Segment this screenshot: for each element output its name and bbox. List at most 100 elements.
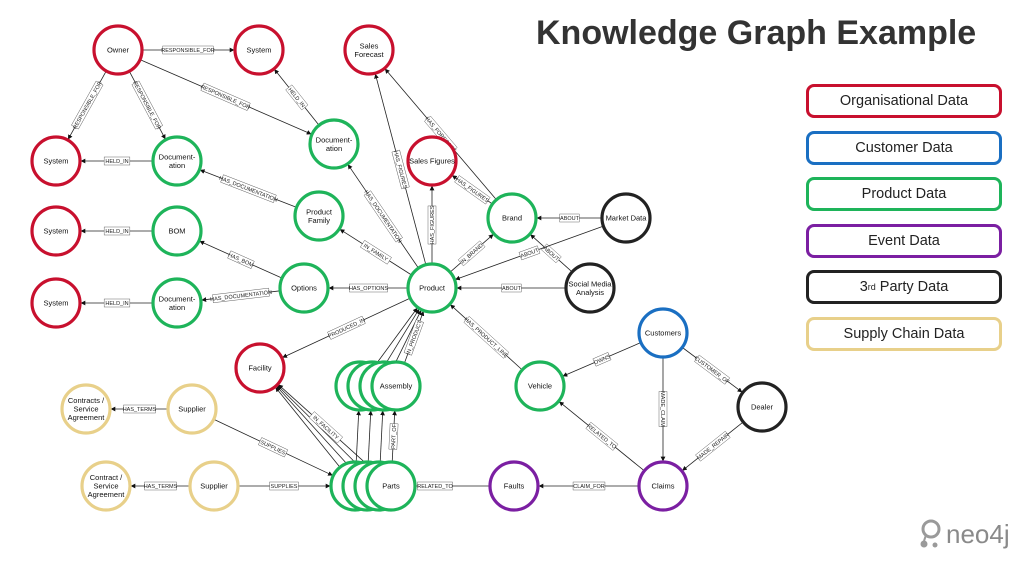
edge-label-text: MADE_CLAIM [659, 391, 665, 427]
neo4j-logo-text: neo4j [946, 518, 1010, 549]
node-claims[interactable]: Claims [637, 460, 689, 512]
node-circle [151, 277, 203, 329]
node-label: Assembly [380, 382, 413, 391]
edge-label: IN_FAMILY [360, 240, 392, 265]
node-label: Contract / [90, 473, 123, 482]
node-customers[interactable]: Customers [637, 307, 689, 359]
edge-label-box [103, 226, 131, 236]
node-system-1[interactable]: System [30, 135, 82, 187]
edge-label: HAS_FIGURES [454, 175, 491, 204]
edge-product-to-brand: IN_BRAND [449, 234, 494, 273]
node-facility[interactable]: Facility [234, 342, 286, 394]
edge-label-box [71, 80, 104, 130]
node-documentation-3[interactable]: Document-ation [151, 277, 203, 329]
edge-label-box [144, 481, 177, 491]
edge-label-box [694, 354, 731, 385]
node-parts[interactable]: Parts [329, 460, 417, 512]
node-label: Market Data [606, 214, 648, 223]
edge-label-text: ABOUT [502, 286, 522, 292]
node-system-3[interactable]: System [30, 277, 82, 329]
node-market-data[interactable]: Market Data [600, 192, 652, 244]
edge-label: ABOUT [518, 245, 540, 261]
node-brand[interactable]: Brand [486, 192, 538, 244]
edge-label: HELD_IN [285, 84, 309, 111]
node-label: Service [73, 405, 98, 414]
node-circle [293, 190, 345, 242]
node-label: Faults [504, 482, 525, 491]
node-label: Supplier [200, 482, 228, 491]
legend-label: Product Data [861, 186, 947, 202]
node-label: Dealer [751, 403, 774, 412]
edge-label-text: CLAIM_FOR [573, 484, 605, 490]
node-circle [234, 342, 286, 394]
node-circle [370, 360, 422, 412]
node-documentation-1[interactable]: Document-ation [151, 135, 203, 187]
neo4j-logo: neo4j [918, 516, 1010, 552]
node-assembly[interactable]: Assembly [334, 360, 422, 412]
node-circle [278, 262, 330, 314]
node-label: Customers [645, 329, 682, 338]
node-circle [92, 24, 144, 76]
node-circle [30, 205, 82, 257]
edge-label: HELD_IN [103, 226, 131, 236]
node-options[interactable]: Options [278, 262, 330, 314]
edge-line [373, 307, 418, 367]
node-product[interactable]: Product [406, 262, 458, 314]
node-sales-figures[interactable]: Sales Figures [406, 135, 458, 187]
node-supplier-1[interactable]: Supplier [166, 383, 218, 435]
edge-label-box [162, 45, 214, 55]
node-label: Product [419, 284, 446, 293]
node-system-top[interactable]: System [233, 24, 285, 76]
node-owner[interactable]: Owner [92, 24, 144, 76]
edge-label-text: HAS_TERMS [123, 407, 157, 413]
edge-bom-to-system_2: HELD_IN [80, 226, 153, 236]
edge-label: MADE_CLAIM [658, 391, 668, 427]
node-label: Service [93, 482, 118, 491]
edge-label-box [592, 352, 612, 367]
node-faults[interactable]: Faults [488, 460, 540, 512]
node-circle [30, 277, 82, 329]
edge-label-text: HAS_BOM [227, 252, 254, 269]
edge-label: PART_OF [388, 423, 399, 450]
edge-line [379, 410, 385, 463]
edge-social_media-to-product: ABOUT [456, 283, 566, 293]
edge-options-to-bom: HAS_BOM [199, 240, 283, 279]
node-system-2[interactable]: System [30, 205, 82, 257]
node-bom[interactable]: BOM [151, 205, 203, 257]
node-vehicle[interactable]: Vehicle [514, 360, 566, 412]
edge-label: HAS_FIGURES [427, 205, 437, 244]
node-circle [637, 307, 689, 359]
edge-documentation_3-to-system_3: HELD_IN [80, 298, 153, 308]
edge-customers-to-dealer: CUSTOMER_OF [681, 347, 743, 393]
edge-label-text: HAS_FIGURES [430, 205, 436, 244]
edge-product-to-sales_figures: HAS_FIGURES [427, 185, 437, 264]
node-label: Sales Figures [409, 157, 455, 166]
edge-label-box [463, 316, 510, 359]
node-circle [486, 192, 538, 244]
legend-label: Organisational Data [839, 93, 969, 109]
node-label: BOM [168, 227, 185, 236]
edge-line [276, 386, 352, 469]
edge-line [367, 410, 373, 463]
node-dealer[interactable]: Dealer [736, 381, 788, 433]
edge-label-text: RESPONSIBLE_FOR [131, 80, 161, 130]
node-documentation-c[interactable]: Document-ation [308, 118, 360, 170]
node-label: Options [291, 284, 317, 293]
legend-label-rest: Party Data [875, 279, 949, 295]
legend-item-supply: Supply Chain Data [806, 316, 1002, 351]
node-label: ation [169, 303, 185, 312]
edge-market_data-to-brand: ABOUT [536, 213, 602, 223]
edge-label: RESPONSIBLE_FOR [199, 82, 251, 111]
edge-label: HAS_OPTIONS [349, 283, 388, 293]
edge-label: SUPPLIES [258, 437, 289, 458]
legend-label: Customer Data [855, 139, 953, 156]
edge-customers-to-vehicle: OWNS [562, 342, 642, 377]
node-label: Facility [248, 364, 272, 373]
node-supplier-2[interactable]: Supplier [188, 460, 240, 512]
